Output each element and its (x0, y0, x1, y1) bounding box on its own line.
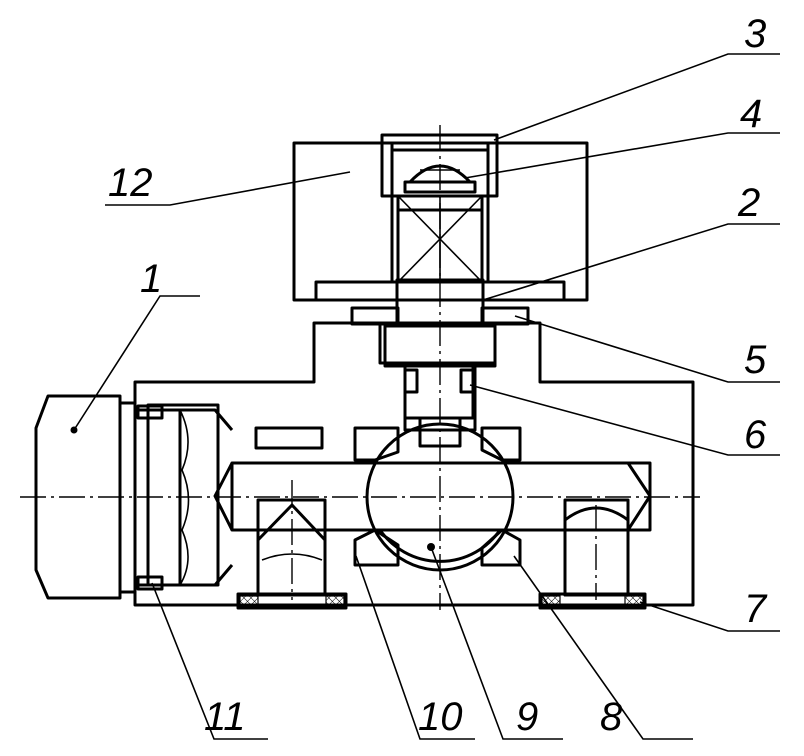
seat-lower-left (353, 528, 400, 567)
callout-labels: 1 2 3 4 5 6 7 8 9 10 11 12 (108, 12, 768, 739)
callout-10: 10 (418, 695, 463, 739)
callout-12: 12 (108, 161, 153, 205)
left-outlet-bore (256, 503, 327, 597)
seat-lower-right (480, 528, 522, 567)
leader-lines (73, 53, 780, 740)
callout-8: 8 (600, 695, 623, 739)
callout-7: 7 (744, 587, 768, 631)
callout-6: 6 (744, 413, 767, 457)
callout-3: 3 (744, 12, 766, 56)
gasket (136, 404, 164, 591)
bottom-washers (236, 592, 647, 610)
right-outlet-bore (563, 506, 630, 597)
callout-4: 4 (740, 92, 762, 136)
callout-5: 5 (744, 338, 767, 382)
callout-11: 11 (204, 695, 246, 739)
centre-lines (20, 125, 700, 610)
tailpiece (133, 408, 234, 587)
cap (380, 133, 499, 198)
callout-9: 9 (516, 695, 538, 739)
seat-upper-left (353, 426, 400, 462)
callout-2: 2 (737, 181, 760, 225)
callout-1: 1 (140, 257, 162, 301)
stem-seal-ring (403, 368, 475, 394)
gland-nut (350, 306, 530, 326)
seat-upper-right (480, 426, 522, 462)
